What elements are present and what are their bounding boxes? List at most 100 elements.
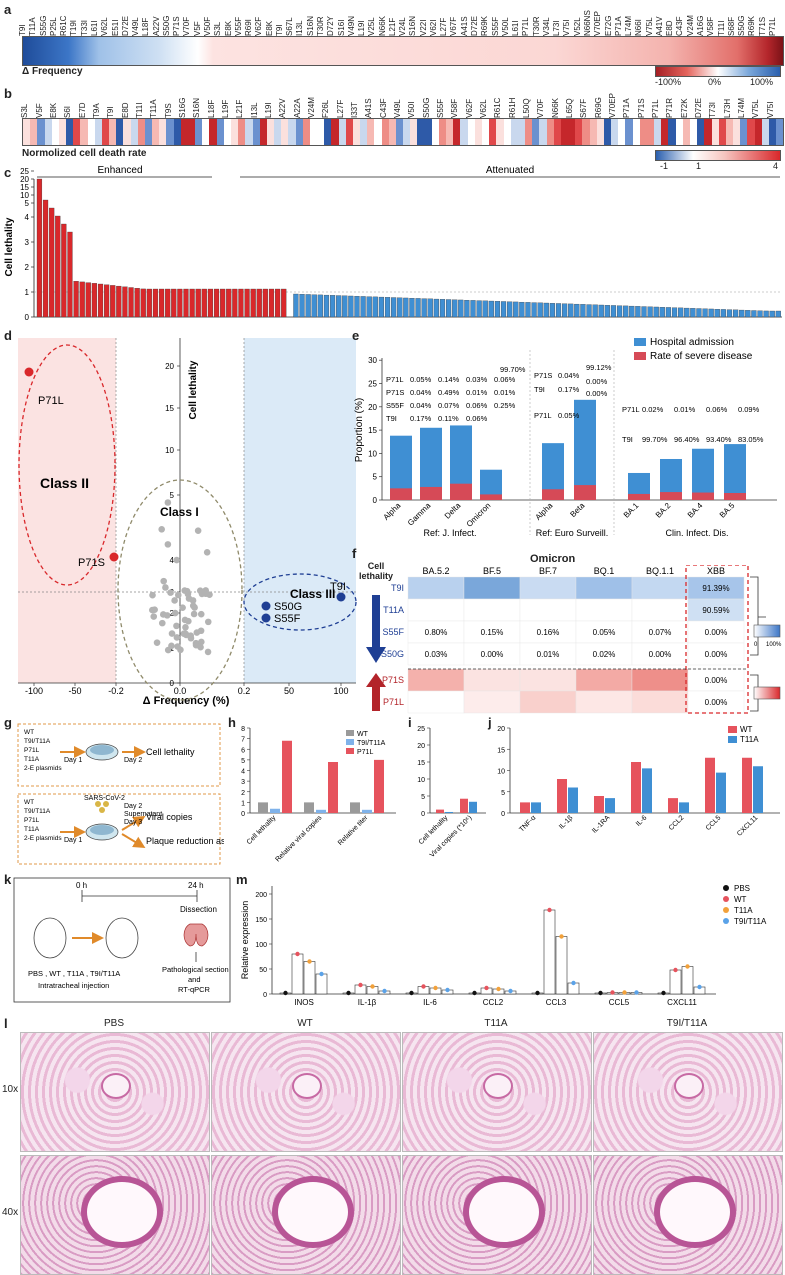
lung-icon: [183, 923, 209, 947]
xtick-e: BA.1: [622, 501, 641, 520]
mutation-label-b: L21F: [235, 99, 245, 118]
bar-c: [293, 293, 299, 318]
bar-e-severe: [574, 485, 596, 500]
mutation-label-a: L74M: [624, 15, 634, 36]
heat-cell-b: [66, 119, 74, 145]
heat-cell-b: [510, 119, 518, 145]
e-mid-val: 0.05%: [558, 411, 580, 420]
mutation-label-a: V49N: [346, 15, 356, 36]
point-class-i: [162, 584, 169, 591]
point-class-i: [171, 597, 178, 604]
class-iii-region: [244, 338, 356, 683]
heat-cell-b: [768, 119, 777, 145]
heat-cell-b: [503, 119, 511, 145]
point-class-i: [168, 630, 176, 637]
vessel: [81, 1176, 163, 1248]
bar-m: [291, 953, 304, 995]
arrow-up-icon: [366, 673, 386, 711]
point-class-i: [179, 604, 186, 611]
class-ii-label: Class II: [40, 475, 89, 491]
g-plasmid: P71L: [24, 747, 40, 754]
bar-e-hospital: [574, 399, 596, 500]
bar-c: [494, 301, 501, 318]
heat-cell-b: [546, 119, 554, 145]
e-row-val: 0.04%: [410, 388, 432, 397]
bar-e-hospital: [628, 472, 650, 500]
histology-image: [211, 1155, 401, 1275]
heat-cell-b: [37, 119, 45, 145]
e-row-val: 0.05%: [410, 375, 432, 384]
heat-cell-b: [30, 119, 38, 145]
f-cell: [575, 576, 633, 600]
mutation-label-a: V67F: [449, 16, 459, 36]
f-cell: [631, 598, 689, 622]
label-s50g: S50G: [274, 601, 302, 613]
point-class-i: [198, 638, 205, 646]
bar-c: [555, 303, 562, 318]
mutation-label-a: S16N: [408, 15, 418, 36]
g-plasmid: T11A: [24, 826, 40, 833]
point-p71s: [109, 552, 119, 562]
magnification-label: 40x: [2, 1207, 19, 1218]
point-class-i: [182, 624, 189, 631]
bar-c: [275, 288, 281, 318]
mutation-label-b: L73H: [722, 98, 732, 118]
mutation-label-a: T11A: [28, 17, 38, 36]
class-ii-ellipse: [18, 344, 116, 586]
bar-j: [668, 798, 678, 813]
xtick-e: Alpha: [534, 501, 555, 522]
legend-j: T11A: [740, 735, 759, 744]
bar-c: [507, 301, 513, 318]
legend-j: WT: [740, 725, 753, 734]
f-col: BQ.1.1: [646, 566, 674, 576]
ytick-m: 200: [255, 892, 267, 899]
bar-j: [705, 757, 715, 813]
e-row-label: P71L: [386, 375, 404, 384]
point-m: [358, 982, 363, 988]
bar-j: [520, 802, 530, 813]
point-class-i: [184, 590, 192, 598]
scale-blue: [753, 624, 781, 638]
heat-cell-b: [259, 119, 267, 145]
mutation-label-a: S55F: [490, 16, 500, 36]
bar-c: [629, 305, 635, 318]
heat-cell-b: [740, 119, 748, 145]
e-row-val: 0.14%: [438, 375, 460, 384]
f-cell-value: 0.03%: [425, 650, 448, 659]
heat-cell-b: [360, 119, 368, 145]
xtick-m: INOS: [294, 998, 314, 1007]
mutation-label-a: N66K: [377, 15, 387, 36]
mutation-label-a: T9I: [18, 24, 28, 36]
point-m: [622, 990, 627, 995]
bar-m: [669, 969, 682, 995]
point-m: [598, 990, 603, 996]
bar-h: [374, 759, 384, 813]
mutation-label-a: V5F: [192, 21, 202, 36]
mutation-label-b: L50Q: [522, 98, 532, 118]
mutation-label-a: V50F: [203, 16, 212, 36]
mutation-label-a: L73I: [552, 20, 562, 36]
mutation-label-b: L18F: [206, 99, 216, 118]
bar-m: [555, 936, 568, 995]
bar-c: [592, 304, 598, 318]
mutation-label-b: V58F: [450, 98, 460, 118]
mutation-label-b: S16N: [192, 97, 202, 118]
bar-c: [445, 299, 452, 318]
k-outcome2: and: [188, 975, 201, 984]
bar-i: [436, 809, 444, 813]
bar-e-severe: [420, 486, 442, 500]
heat-cell-b: [166, 119, 174, 145]
ytick-e: 25: [368, 380, 377, 389]
point-class-i: [171, 609, 179, 617]
bar-j: [642, 768, 652, 813]
bar-c: [439, 299, 446, 318]
heatmap-a: [22, 36, 784, 66]
heat-cell-b: [654, 119, 662, 145]
heat-cell-b: [101, 119, 110, 145]
bar-j: [605, 798, 615, 813]
panel-k-scheme: 0 h 24 h Dissection PBS , WT , T11A , T9…: [13, 877, 231, 1003]
bar-c: [183, 288, 189, 318]
